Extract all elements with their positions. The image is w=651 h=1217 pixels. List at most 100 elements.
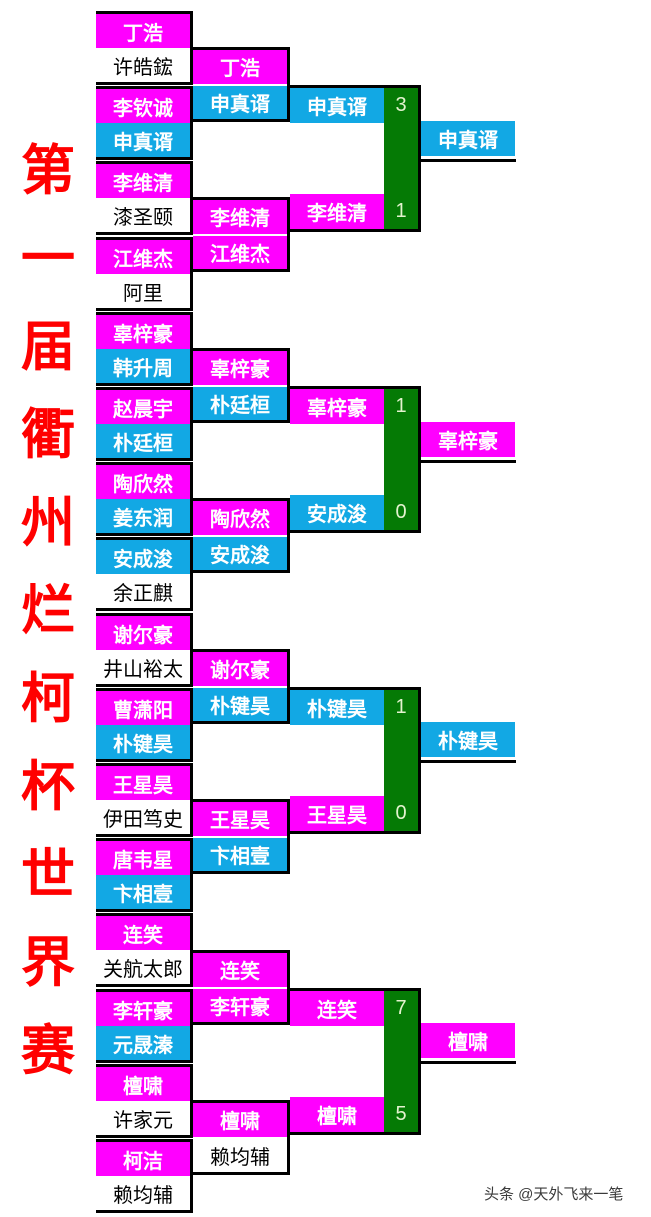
title-char: 届 (21, 314, 75, 378)
round1-match-10: 曹潇阳 朴键昊 (96, 688, 193, 762)
player-cell: 安成浚 (96, 540, 190, 574)
player-cell: 许家元 (96, 1101, 190, 1135)
winner-cell: 朴键昊 (421, 722, 515, 757)
title-char: 界 (21, 930, 75, 994)
player-cell: 赖均辅 (193, 1138, 287, 1172)
title-char: 一 (21, 226, 75, 290)
round1-match-9: 谢尔豪 井山裕太 (96, 613, 193, 687)
player-cell: 安成浚 (193, 536, 287, 570)
player-cell: 王星昊 (96, 766, 190, 800)
round1-match-1: 丁浩 许皓鋐 (96, 11, 193, 85)
winner-underline (421, 760, 516, 763)
round2-match-6: 王星昊 卞相壹 (193, 799, 290, 874)
player-cell: 李维清 (193, 200, 287, 234)
player-cell: 连笑 (96, 916, 190, 950)
player-cell: 丁浩 (96, 14, 190, 48)
winner-underline (421, 460, 516, 463)
vertical-title: 第 一 届 衢 州 烂 柯 杯 世 界 赛 (8, 126, 88, 1094)
round2-match-5: 谢尔豪 朴键昊 (193, 649, 290, 724)
round2-match-4: 陶欣然 安成浚 (193, 498, 290, 573)
player-cell: 江维杰 (96, 240, 190, 274)
round3-match-4: 连笑 檀啸 7 5 (290, 988, 421, 1135)
score-value: 5 (395, 1103, 407, 1125)
title-char: 衢 (21, 402, 75, 466)
player-cell: 关航太郎 (96, 950, 190, 984)
player-cell: 申真谞 (193, 85, 287, 119)
title-char: 柯 (21, 666, 75, 730)
score-value: 1 (395, 696, 407, 718)
player-cell: 辜梓豪 (290, 389, 384, 424)
round1-match-7: 陶欣然 姜东润 (96, 462, 193, 536)
player-cell: 井山裕太 (96, 650, 190, 684)
round1-match-16: 柯洁 赖均辅 (96, 1139, 193, 1213)
player-cell: 余正麒 (96, 574, 190, 608)
round1-match-11: 王星昊 伊田笃史 (96, 763, 193, 837)
player-cell: 柯洁 (96, 1142, 190, 1176)
player-cell: 许皓鋐 (96, 48, 190, 82)
title-char: 赛 (21, 1018, 75, 1082)
player-cell: 李轩豪 (96, 992, 190, 1026)
player-cell: 谢尔豪 (96, 616, 190, 650)
round2-match-3: 辜梓豪 朴廷桓 (193, 348, 290, 423)
round1-match-3: 李维清 漆圣颐 (96, 161, 193, 235)
player-cell: 朴廷桓 (96, 424, 190, 458)
player-cell: 卞相壹 (96, 875, 190, 909)
player-cell: 辜梓豪 (96, 315, 190, 349)
round1-match-5: 辜梓豪 韩升周 (96, 312, 193, 386)
player-cell: 韩升周 (96, 349, 190, 383)
player-cell: 江维杰 (193, 235, 287, 269)
score-value: 0 (395, 501, 407, 523)
score-value: 3 (395, 94, 407, 116)
player-cell: 朴廷桓 (193, 386, 287, 420)
round3-match-3: 朴键昊 王星昊 1 0 (290, 687, 421, 834)
round1-match-2: 李钦诚 申真谞 (96, 86, 193, 160)
round1-match-6: 赵晨宇 朴廷桓 (96, 387, 193, 461)
round1-match-12: 唐韦星 卞相壹 (96, 838, 193, 912)
player-cell: 朴键昊 (96, 725, 190, 759)
score-column: 7 5 (384, 991, 418, 1132)
round1-match-8: 安成浚 余正麒 (96, 537, 193, 611)
player-cell: 伊田笃史 (96, 800, 190, 834)
player-cell: 阿里 (96, 274, 190, 308)
player-cell: 申真谞 (96, 123, 190, 157)
player-cell: 王星昊 (290, 796, 384, 831)
player-cell: 安成浚 (290, 495, 384, 530)
player-cell: 李轩豪 (193, 988, 287, 1022)
player-cell: 陶欣然 (96, 465, 190, 499)
player-cell: 檀啸 (193, 1103, 287, 1137)
score-column: 1 0 (384, 690, 418, 831)
score-value: 1 (395, 395, 407, 417)
player-cell: 赖均辅 (96, 1176, 190, 1210)
title-char: 世 (21, 842, 75, 906)
player-cell: 唐韦星 (96, 841, 190, 875)
player-cell: 漆圣颐 (96, 198, 190, 232)
player-cell: 元晟溱 (96, 1026, 190, 1060)
round3-match-1: 申真谞 李维清 3 1 (290, 85, 421, 232)
player-cell: 连笑 (193, 953, 287, 987)
player-cell: 李维清 (290, 194, 384, 229)
player-cell: 李钦诚 (96, 89, 190, 123)
player-cell: 赵晨宇 (96, 390, 190, 424)
title-char: 州 (21, 490, 75, 554)
player-cell: 檀啸 (290, 1097, 384, 1132)
player-cell: 谢尔豪 (193, 652, 287, 686)
player-cell: 辜梓豪 (193, 351, 287, 385)
round2-match-2: 李维清 江维杰 (193, 197, 290, 272)
player-cell: 李维清 (96, 164, 190, 198)
score-column: 3 1 (384, 88, 418, 229)
round1-match-15: 檀啸 许家元 (96, 1064, 193, 1138)
player-cell: 丁浩 (193, 50, 287, 84)
round2-match-1: 丁浩 申真谞 (193, 47, 290, 122)
player-cell: 申真谞 (290, 88, 384, 123)
round3-match-2: 辜梓豪 安成浚 1 0 (290, 386, 421, 533)
title-char: 烂 (21, 578, 75, 642)
score-value: 7 (395, 997, 407, 1019)
winner-cell: 檀啸 (421, 1023, 515, 1058)
score-value: 0 (395, 802, 407, 824)
player-cell: 朴键昊 (290, 690, 384, 725)
title-char: 第 (21, 138, 75, 202)
round2-match-7: 连笑 李轩豪 (193, 950, 290, 1025)
round1-match-4: 江维杰 阿里 (96, 237, 193, 311)
player-cell: 檀啸 (96, 1067, 190, 1101)
score-value: 1 (395, 200, 407, 222)
